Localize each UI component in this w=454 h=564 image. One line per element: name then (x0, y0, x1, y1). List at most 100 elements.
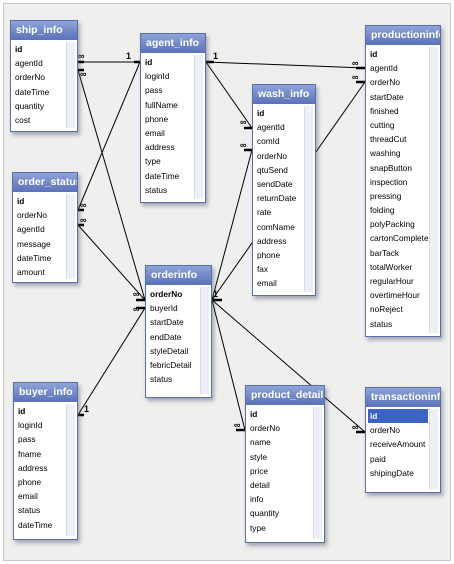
field-orderNo[interactable]: orderNo (17, 210, 47, 221)
field-address[interactable]: address (145, 142, 175, 153)
field-sendDate[interactable]: sendDate (257, 178, 293, 189)
scrollbar[interactable] (66, 194, 75, 279)
field-phone[interactable]: phone (257, 249, 281, 260)
field-orderNo[interactable]: orderNo (370, 77, 400, 88)
field-orderNo[interactable]: orderNo (257, 150, 287, 161)
field-dateTime[interactable]: dateTime (145, 170, 180, 181)
scrollbar[interactable] (66, 42, 75, 128)
scrollbar[interactable] (429, 47, 438, 333)
field-pressing[interactable]: pressing (370, 190, 402, 201)
field-cutting[interactable]: cutting (370, 119, 395, 130)
field-id[interactable]: id (250, 409, 258, 419)
field-orderNo[interactable]: orderNo (250, 423, 280, 434)
field-status[interactable]: status (370, 318, 393, 329)
field-endDate[interactable]: endDate (150, 331, 182, 342)
field-overtimeHour[interactable]: overtimeHour (370, 290, 420, 301)
field-phone[interactable]: phone (145, 113, 169, 124)
field-fax[interactable]: fax (257, 264, 269, 275)
field-status[interactable]: status (145, 184, 168, 195)
field-washing[interactable]: washing (370, 148, 401, 159)
field-dateTime[interactable]: dateTime (15, 86, 50, 97)
field-name[interactable]: name (250, 437, 271, 448)
scrollbar[interactable] (313, 407, 322, 539)
field-totalWorker[interactable]: totalWorker (370, 261, 413, 272)
field-id[interactable]: id (368, 409, 428, 424)
scrollbar[interactable] (200, 287, 209, 394)
field-regularHour[interactable]: regularHour (370, 276, 414, 286)
field-email[interactable]: email (145, 127, 165, 138)
field-comId[interactable]: comId (257, 136, 280, 147)
field-folding[interactable]: folding (370, 205, 395, 216)
field-loginId[interactable]: loginId (145, 71, 170, 82)
field-id[interactable]: id (370, 49, 378, 59)
field-buyerId[interactable]: buyerId (150, 303, 178, 314)
field-febricDetail[interactable]: febricDetail (150, 359, 192, 370)
field-quantity[interactable]: quantity (15, 100, 45, 111)
field-receiveAmount[interactable]: receiveAmount (370, 439, 426, 450)
field-returnDate[interactable]: returnDate (257, 193, 297, 204)
field-barTack[interactable]: barTack (370, 247, 400, 258)
field-status[interactable]: status (18, 505, 41, 516)
field-loginId[interactable]: loginId (18, 420, 43, 431)
field-status[interactable]: status (150, 374, 173, 385)
field-comName[interactable]: comName (257, 221, 295, 232)
field-noReject[interactable]: noReject (370, 304, 403, 315)
field-rate[interactable]: rate (257, 207, 272, 218)
field-polyPacking[interactable]: polyPacking (370, 219, 415, 230)
field-startDate[interactable]: startDate (150, 317, 184, 328)
field-agentId[interactable]: agentId (370, 63, 398, 74)
field-inspection[interactable]: inspection (370, 176, 408, 187)
scrollbar[interactable] (304, 106, 313, 292)
field-orderNo[interactable]: orderNo (15, 72, 45, 83)
field-dateTime[interactable]: dateTime (17, 252, 52, 263)
field-agentId[interactable]: agentId (17, 224, 45, 235)
field-fname[interactable]: fname (18, 448, 42, 459)
field-agentId[interactable]: agentId (257, 122, 285, 133)
field-orderNo[interactable]: orderNo (370, 425, 400, 436)
field-styleDetail[interactable]: styleDetail (150, 345, 189, 356)
field-pass[interactable]: pass (145, 85, 163, 96)
field-snapButton[interactable]: snapButton (370, 162, 412, 173)
field-startDate[interactable]: startDate (370, 91, 404, 102)
field-info[interactable]: info (250, 494, 264, 505)
field-cost[interactable]: cost (15, 114, 31, 125)
field-cartonComplete[interactable]: cartonComplete (370, 233, 428, 244)
field-agentId[interactable]: agentId (15, 58, 43, 69)
field-id[interactable]: id (257, 108, 265, 118)
field-quantity[interactable]: quantity (250, 508, 280, 519)
field-message[interactable]: message (17, 238, 51, 249)
scrollbar[interactable] (429, 409, 438, 489)
field-fullName[interactable]: fullName (145, 99, 178, 110)
scrollbar[interactable] (194, 55, 203, 199)
field-shipingDate[interactable]: shipingDate (370, 467, 414, 478)
scrollbar[interactable] (66, 404, 75, 536)
field-price[interactable]: price (250, 465, 268, 476)
field-type[interactable]: type (250, 522, 266, 533)
field-style[interactable]: style (250, 451, 268, 462)
field-email[interactable]: email (257, 278, 277, 289)
field-address[interactable]: address (257, 235, 287, 246)
field-finished[interactable]: finished (370, 105, 399, 116)
field-qtuSend[interactable]: qtuSend (257, 164, 288, 175)
field-paid[interactable]: paid (370, 453, 386, 464)
field-id[interactable]: id (17, 196, 25, 206)
field-id[interactable]: id (18, 406, 26, 416)
field-id[interactable]: id (15, 44, 23, 54)
field-id[interactable]: id (145, 57, 153, 67)
field-threadCut[interactable]: threadCut (370, 134, 407, 145)
field-email[interactable]: email (18, 491, 38, 502)
field-phone[interactable]: phone (18, 476, 42, 487)
field-dateTime[interactable]: dateTime (18, 519, 53, 530)
field-amount[interactable]: amount (17, 266, 45, 277)
field-orderNo[interactable]: orderNo (150, 289, 183, 299)
field-type[interactable]: type (145, 156, 161, 167)
